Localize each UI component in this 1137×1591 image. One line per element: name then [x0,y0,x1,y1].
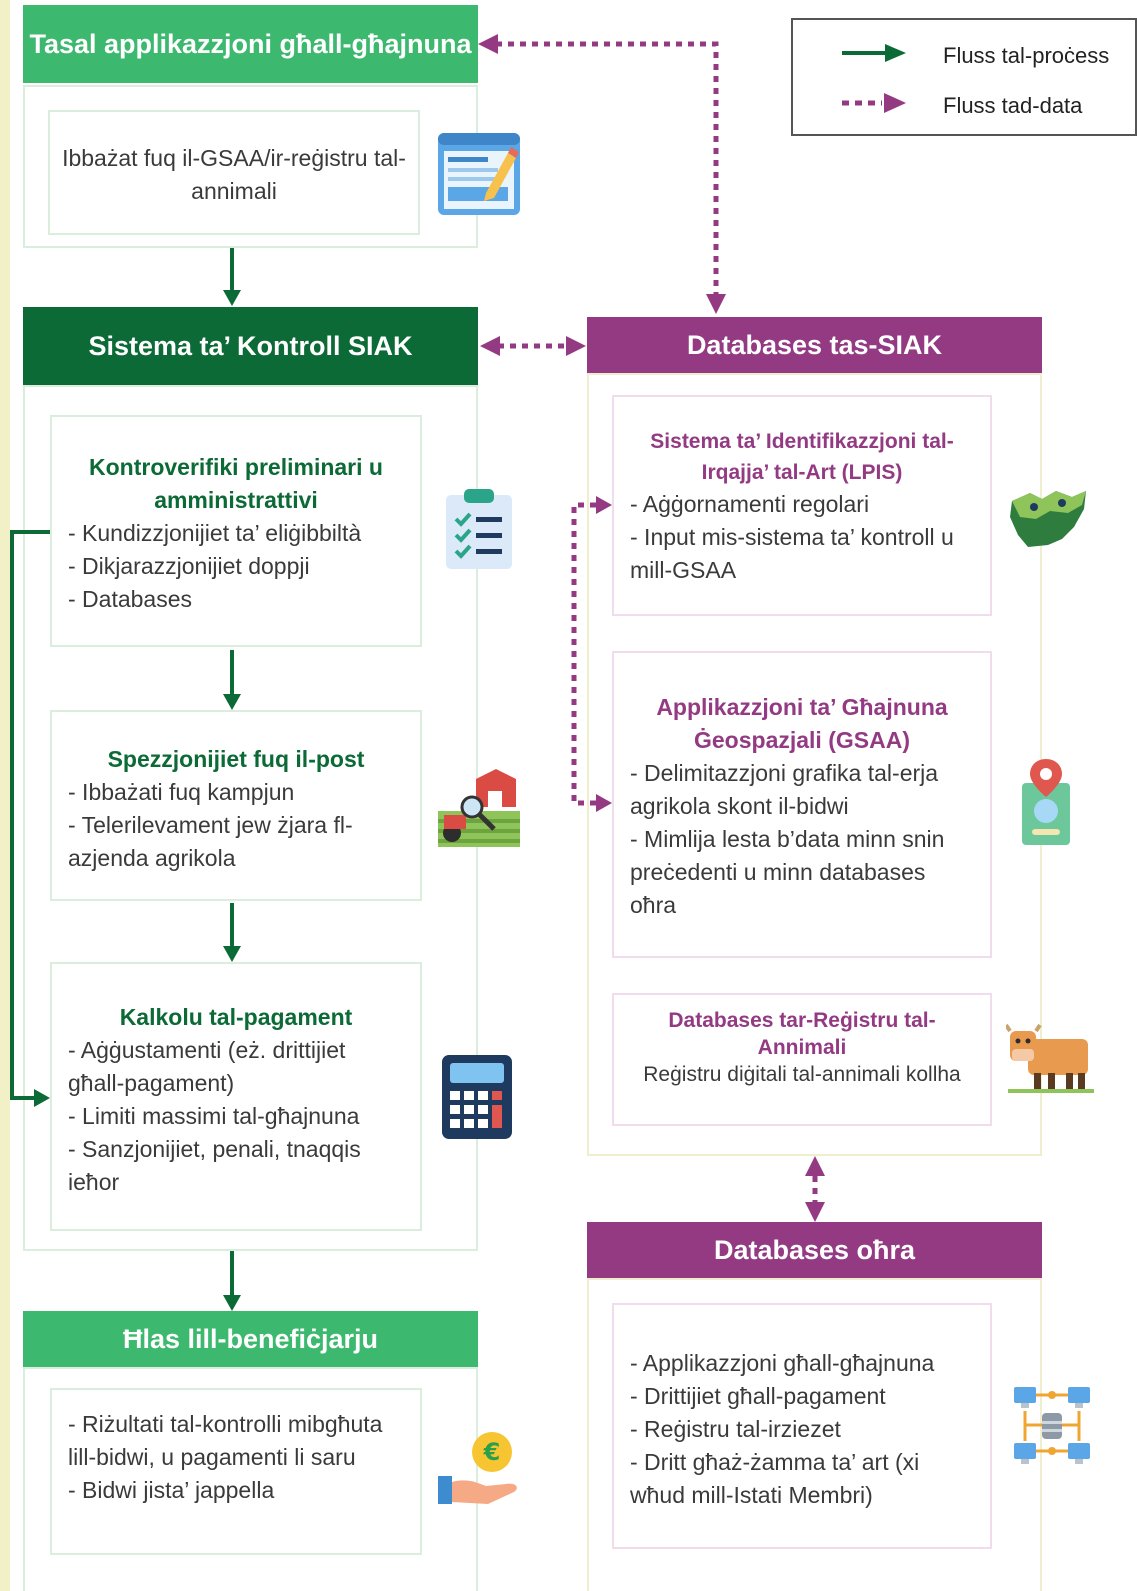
legend-process-arrow [842,44,906,62]
control-step-preliminary-item: - Kundizzjonijiet ta’ eliġibbiltà [68,520,362,546]
legend-data-arrow [842,93,906,113]
other-databases-item: - Reġistru tal-irziezet [630,1416,841,1442]
lpis-item: - Input mis-sistema ta’ kontroll u mill-… [630,524,954,583]
payment-item: - Bidwi jista’ jappella [68,1477,275,1503]
other-databases-box: - Applikazzjoni għall-għajnuna - Drittij… [612,1303,992,1549]
control-step-onsite-title: Spezzjonijiet fuq il-post [107,746,365,772]
control-step-preliminary: Kontroverifiki preliminari u amministrat… [50,415,422,647]
process-arrow-onsite-to-calc [223,903,241,962]
animal-registry-box: Databases tar-Reġistru tal-Annimali Reġi… [612,993,992,1126]
gsaa-title: Applikazzjoni ta’ Għajnuna Ġeospazjali (… [656,694,948,753]
legend-data-label: Fluss tad-data [943,93,1083,118]
lpis-box: Sistema ta’ Identifikazzjoni tal-Irqajja… [612,395,992,616]
data-arrow-application-to-siak-db [478,34,726,314]
data-arrow-siak-db-to-other [805,1156,825,1222]
payment-header: Ħlas lill-benefiċjarju [23,1311,478,1367]
control-system-header: Sistema ta’ Kontroll SIAK [23,307,478,385]
aid-application-box: Ibbażat fuq il-GSAA/ir-reġistru tal-anni… [48,110,420,235]
control-step-onsite-item: - Ibbażati fuq kampjun [68,779,295,805]
animal-registry-title: Databases tar-Reġistru tal-Annimali [668,1009,936,1059]
aid-application-header: Tasal applikazzjoni għall-għajnuna [23,5,478,83]
legend-process-label: Fluss tal-proċess [943,43,1110,68]
control-step-payment-calc-item: - Aġġustamenti (eż. drittijiet għall-pag… [68,1037,346,1096]
data-arrow-control-to-siak-db [480,336,586,356]
euro-hand-icon: € [438,1432,517,1504]
siak-databases-title: Databases tas-SIAK [686,329,943,360]
other-databases-title: Databases oħra [713,1234,916,1265]
aid-application-body: Ibbażat fuq il-GSAA/ir-reġistru tal-anni… [62,145,406,204]
gsaa-item: - Delimitazzjoni grafika tal-erja agriko… [630,760,939,819]
checklist-icon [446,489,512,569]
control-system-title: Sistema ta’ Kontroll SIAK [88,330,413,361]
control-step-payment-calc-item: - Sanzjonijiet, penali, tnaqqis ieħor [68,1136,361,1195]
payment-box: - Riżultati tal-kontrolli mibgħuta lill-… [50,1388,422,1555]
control-step-onsite: Spezzjonijiet fuq il-post - Ibbażati fuq… [50,710,422,901]
gsaa-item: - Mimlija lesta b’data minn snin preċede… [630,826,945,918]
legend: Fluss tal-proċess Fluss tad-data [791,18,1137,136]
lpis-item: - Aġġornamenti regolari [630,491,870,517]
other-databases-item: - Applikazzjoni għall-għajnuna [630,1350,935,1376]
calculator-icon [442,1055,512,1139]
aid-application-title: Tasal applikazzjoni għall-għajnuna [29,28,472,59]
payment-title: Ħlas lill-benefiċjarju [122,1323,379,1354]
process-arrow-bypass-loop [10,530,50,1107]
animal-registry-body: Reġistru diġitali tal-annimali kollha [643,1063,961,1086]
control-step-payment-calc-title: Kalkolu tal-pagament [119,1004,353,1030]
lpis-title: Sistema ta’ Identifikazzjoni tal-Irqajja… [650,430,954,484]
control-step-payment-calc-item: - Limiti massimi tal-għajnuna [68,1103,360,1129]
process-arrow-application-to-control [223,248,241,306]
land-map-icon [1010,491,1086,547]
gsaa-box: Applikazzjoni ta’ Għajnuna Ġeospazjali (… [612,651,992,958]
payment-item: - Riżultati tal-kontrolli mibgħuta lill-… [68,1411,383,1470]
other-databases-header: Databases oħra [587,1222,1042,1278]
siak-databases-header: Databases tas-SIAK [587,317,1042,373]
network-servers-icon [1014,1387,1090,1464]
control-step-preliminary-title: Kontroverifiki preliminari u amministrat… [89,454,383,513]
control-step-onsite-item: - Telerilevament jew żjara fl-azjenda ag… [68,812,353,871]
farm-inspection-icon [438,769,520,847]
other-databases-item: - Dritt għaż-żamma ta’ art (xi wħud mill… [630,1449,920,1508]
control-step-payment-calc: Kalkolu tal-pagament - Aġġustamenti (eż.… [50,962,422,1231]
data-arrow-gsaa-to-lpis [571,496,612,812]
svg-text:€: € [483,1438,501,1466]
map-pin-icon [1022,759,1070,845]
form-edit-icon [438,133,520,215]
process-arrow-preliminary-to-onsite [223,650,241,710]
control-step-preliminary-item: - Databases [68,586,193,612]
control-step-preliminary-item: - Dikjarazzjonijiet doppji [68,553,310,579]
other-databases-item: - Drittijiet għall-pagament [630,1383,886,1409]
process-arrow-calc-to-payment [223,1251,241,1311]
cow-icon [1006,1023,1094,1093]
